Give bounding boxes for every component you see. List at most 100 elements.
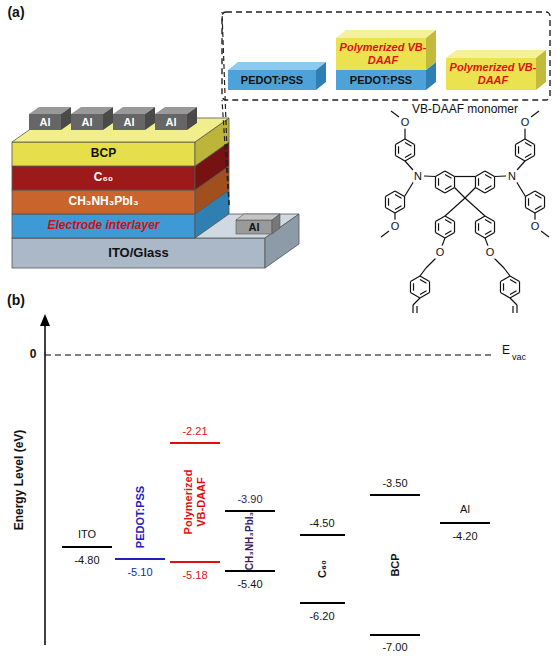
material-label: CH₃NH₃PbI₃	[244, 512, 256, 570]
bond-line	[435, 171, 445, 177]
bond-line	[534, 145, 535, 156]
bond-line	[445, 175, 451, 179]
atom-label: O	[435, 246, 446, 259]
bond-line	[426, 258, 436, 268]
bond-line	[404, 128, 405, 139]
layer-text: BCP	[91, 147, 116, 161]
material-label: Al	[460, 503, 470, 516]
bond-line	[531, 111, 539, 117]
bond-line	[485, 231, 491, 235]
layer-text: PEDOT:PSS	[350, 74, 412, 87]
bond-line	[445, 186, 451, 190]
layer-text: CH₃NH₃PbI₃	[69, 195, 139, 209]
bond-line	[485, 175, 491, 179]
bond-line	[435, 233, 445, 239]
bond-line	[541, 231, 549, 237]
atom-label: O	[400, 116, 411, 129]
bond-line	[516, 181, 526, 197]
bond-line	[485, 186, 491, 190]
layer-text: Polymerized VB-DAAF	[336, 41, 430, 66]
panel-label: (a)	[7, 4, 24, 20]
interlayer-callout	[222, 12, 550, 205]
electrode-pad: Al	[29, 114, 61, 130]
bond-line	[412, 305, 413, 313]
material-label: PEDOT:PSS	[134, 486, 147, 548]
energy-value: -5.18	[182, 569, 207, 582]
material-label: Polymerized VB-DAAF	[182, 464, 207, 540]
bond-line	[429, 282, 430, 293]
bond-line	[395, 145, 396, 156]
structure-name: VB-DAAF monomer	[412, 103, 518, 117]
atom-label: O	[390, 220, 401, 233]
layer-text: Al	[124, 116, 135, 129]
bond-line	[495, 175, 507, 177]
bond-line	[395, 206, 401, 210]
bond-line	[416, 306, 417, 313]
bond-line	[438, 178, 439, 185]
bond-line	[515, 156, 525, 162]
substrate-layer: ITO/Glass	[12, 238, 265, 268]
layer-bcp: BCP	[12, 142, 195, 166]
bond-line	[494, 258, 504, 268]
bond-line	[494, 222, 495, 233]
bond-line	[420, 268, 426, 276]
bond-line	[525, 197, 526, 208]
bond-line	[385, 191, 395, 197]
bond-line	[516, 305, 517, 313]
bond-line	[517, 161, 525, 170]
energy-value: -7.00	[382, 641, 407, 654]
energy-value: -6.20	[309, 610, 334, 623]
bond-line	[465, 188, 476, 199]
bond-line	[519, 282, 520, 293]
atom-label: N	[507, 170, 517, 183]
bond-line	[385, 208, 395, 214]
bond-line	[512, 306, 513, 313]
vacuum-subscript: vac	[512, 352, 526, 362]
bond-line	[500, 282, 501, 293]
panel-label: (b)	[7, 292, 25, 308]
bond-line	[525, 154, 531, 158]
energy-value: -5.10	[127, 566, 152, 579]
energy-value: -4.20	[452, 530, 477, 543]
energy-value: -2.21	[182, 425, 207, 438]
device-stack	[12, 107, 299, 268]
material-label: ITO	[78, 528, 96, 541]
electrode-pad: Al	[71, 114, 103, 130]
bond-line	[445, 198, 465, 216]
bond-line	[420, 291, 426, 295]
pedot-slab: PEDOT:PSS	[336, 70, 426, 90]
bond-line	[455, 176, 476, 177]
bond-line	[424, 175, 436, 177]
bond-line	[454, 177, 455, 188]
bond-line	[410, 282, 411, 293]
bond-line	[405, 143, 411, 147]
bond-line	[525, 143, 531, 147]
bond-line	[515, 145, 516, 156]
atom-label: O	[520, 116, 531, 129]
bond-line	[475, 222, 476, 233]
bond-line	[405, 181, 415, 197]
bond-line	[525, 208, 535, 214]
material-label: BCP	[389, 553, 402, 576]
bond-line	[413, 298, 420, 305]
bond-line	[485, 220, 491, 224]
bond-line	[500, 276, 510, 282]
bond-line	[535, 195, 541, 199]
bond-line	[385, 197, 386, 208]
bond-line	[381, 231, 389, 237]
vbdaaf-slab: Polymerized VB-DAAF	[446, 58, 540, 90]
bond-line	[395, 156, 405, 162]
bond-line	[445, 231, 451, 235]
bond-line	[525, 191, 535, 197]
bond-line	[524, 128, 525, 139]
bond-line	[398, 146, 399, 153]
bond-line	[413, 283, 414, 290]
bond-line	[391, 111, 399, 117]
layer-perovskite: CH₃NH₃PbI₃	[12, 190, 195, 214]
energy-value: -3.50	[382, 477, 407, 490]
bond-line	[410, 276, 420, 282]
bond-line	[510, 280, 516, 284]
bond-line	[414, 145, 415, 156]
layer-interlayer: Electrode interlayer	[12, 214, 195, 238]
bond-line	[405, 161, 413, 170]
